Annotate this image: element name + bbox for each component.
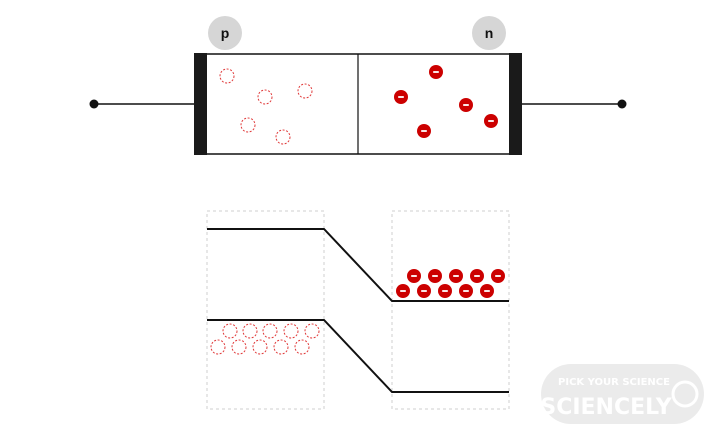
electron-minus-sign: [484, 290, 490, 292]
electron-minus-sign: [421, 290, 427, 292]
n-region-electrons: [394, 65, 498, 138]
electron: [417, 124, 431, 138]
p-side-dashed-box: [206, 210, 325, 410]
valence-band-holes: [210, 323, 320, 355]
hole: [283, 323, 299, 339]
p-label-circle: [208, 16, 242, 50]
hole: [294, 339, 310, 355]
p-region-holes: [219, 68, 313, 145]
watermark-smiley-icon: [671, 380, 699, 408]
n-side-dashed-box: [391, 210, 510, 410]
hole: [252, 339, 268, 355]
hole: [231, 339, 247, 355]
junction-device: p n: [89, 16, 627, 155]
hole: [304, 323, 320, 339]
hole: [297, 83, 313, 99]
band-diagram: [206, 210, 510, 410]
electron: [417, 284, 431, 298]
right-contact: [509, 53, 522, 155]
watermark-brand: SCIENCELY: [540, 395, 672, 420]
electron: [428, 269, 442, 283]
n-label: n: [485, 25, 494, 41]
hole: [222, 323, 238, 339]
conduction-band-edge: [207, 228, 509, 302]
watermark-tagline: PICK YOUR SCIENCE: [558, 377, 670, 388]
hole: [242, 323, 258, 339]
electron: [459, 284, 473, 298]
n-label-badge: n: [472, 16, 506, 50]
electron-minus-sign: [463, 104, 469, 106]
electron: [470, 269, 484, 283]
electron: [459, 98, 473, 112]
hole: [257, 89, 273, 105]
conduction-band-electrons: [396, 269, 505, 298]
p-label: p: [221, 25, 230, 41]
hole: [240, 117, 256, 133]
watermark-badge: [541, 364, 704, 424]
electron: [394, 90, 408, 104]
electron: [449, 269, 463, 283]
hole: [273, 339, 289, 355]
hole: [262, 323, 278, 339]
hole: [275, 129, 291, 145]
electron: [491, 269, 505, 283]
valence-band-edge: [207, 319, 509, 393]
electron-minus-sign: [495, 275, 501, 277]
electron-minus-sign: [433, 71, 439, 73]
electron: [438, 284, 452, 298]
electron-minus-sign: [421, 130, 427, 132]
electron-minus-sign: [400, 290, 406, 292]
left-contact: [194, 53, 207, 155]
sciencely-watermark-logo: PICK YOUR SCIENCE SCIENCELY: [540, 364, 704, 424]
hole: [219, 68, 235, 84]
electron-minus-sign: [411, 275, 417, 277]
electron-minus-sign: [453, 275, 459, 277]
electron-minus-sign: [432, 275, 438, 277]
electron-minus-sign: [463, 290, 469, 292]
electron-minus-sign: [488, 120, 494, 122]
electron: [480, 284, 494, 298]
electron: [407, 269, 421, 283]
n-label-circle: [472, 16, 506, 50]
electron-minus-sign: [398, 96, 404, 98]
electron-minus-sign: [474, 275, 480, 277]
electron: [429, 65, 443, 79]
p-label-badge: p: [208, 16, 242, 50]
left-terminal-dot: [89, 99, 99, 109]
electron: [484, 114, 498, 128]
hole: [210, 339, 226, 355]
right-terminal-dot: [617, 99, 627, 109]
electron-minus-sign: [442, 290, 448, 292]
electron: [396, 284, 410, 298]
